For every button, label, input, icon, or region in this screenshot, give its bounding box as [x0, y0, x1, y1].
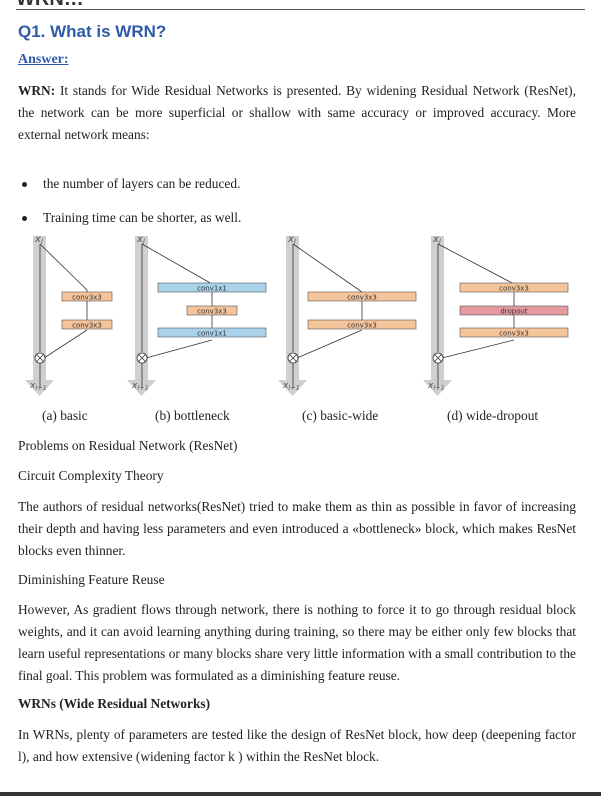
intro-bold-term: WRN: [18, 83, 56, 98]
bullet-text: Training time can be shorter, as well. [43, 210, 242, 225]
diminishing-paragraph: However, As gradient flows through netwo… [18, 602, 576, 683]
add-node-cross [36, 354, 44, 362]
bullet-text: the number of layers can be reduced. [43, 176, 241, 191]
bullet-item: the number of layers can be reduced. [22, 176, 240, 192]
input-label: xl [432, 234, 441, 246]
branch-line [437, 243, 515, 285]
add-node-cross [434, 354, 442, 362]
shortcut-arrow [25, 236, 54, 396]
conv-block [186, 305, 238, 316]
shortcut-arrow [278, 236, 307, 396]
panel-basic-wide: xl conv3x3 conv3x3 xl+1 [278, 234, 417, 396]
conv-block [459, 282, 569, 293]
branch-line [39, 243, 88, 291]
branch-line [141, 243, 213, 285]
caption-basic-wide: (c) basic-wide [302, 408, 379, 423]
conv-block [157, 282, 267, 293]
branch-line [145, 339, 213, 359]
output-label: xl+1 [29, 381, 47, 392]
panel-bottleneck: xl conv1x1 conv3x3 conv1x1 xl+1 [127, 234, 267, 396]
conv-label: conv3x3 [347, 322, 377, 330]
conv-label: conv3x3 [72, 294, 102, 302]
conv-block [459, 327, 569, 338]
intro-text: It stands for Wide Residual Networks is … [18, 83, 576, 142]
top-page-remnant: WRN… [0, 0, 601, 12]
conv-label: conv3x3 [197, 308, 227, 316]
bullet-item: Training time can be shorter, as well. [22, 210, 241, 226]
add-node-cross [289, 354, 297, 362]
resnet-blocks-figure: xl conv3x3 conv3x3 xl+1 xl conv1x1 conv3… [25, 234, 569, 396]
branch-line [292, 243, 363, 293]
conv-label: conv3x3 [347, 294, 377, 302]
shortcut-arrow [127, 236, 156, 396]
conv-label: conv3x3 [499, 330, 529, 338]
output-label: xl+1 [427, 381, 445, 392]
output-label: xl+1 [282, 381, 300, 392]
input-label: xl [34, 234, 43, 246]
conv-label: conv1x1 [197, 330, 227, 338]
output-label: xl+1 [131, 381, 149, 392]
top-partial-text: WRN… [16, 0, 84, 11]
problems-heading: Problems on Residual Network (ResNet) [18, 438, 238, 453]
circuit-heading: Circuit Complexity Theory [18, 468, 164, 483]
caption-bottleneck: (b) bottleneck [155, 408, 230, 423]
conv-block [61, 291, 113, 302]
bullet-dot [22, 181, 27, 187]
conv-block [157, 327, 267, 338]
panel-basic: xl conv3x3 conv3x3 xl+1 [25, 234, 113, 396]
input-label: xl [136, 234, 145, 246]
bullet-dot [22, 215, 27, 221]
shortcut-arrow [423, 236, 452, 396]
dropout-label: dropout [500, 308, 528, 316]
input-label: xl [287, 234, 296, 246]
branch-line [441, 339, 515, 359]
intro-paragraph: WRN: It stands for Wide Residual Network… [18, 80, 576, 146]
wrns-heading: WRNs (Wide Residual Networks) [18, 696, 211, 711]
wrns-paragraph: In WRNs, plenty of parameters are tested… [18, 727, 576, 764]
top-rule [16, 9, 585, 10]
add-node-cross [138, 354, 146, 362]
caption-basic: (a) basic [42, 408, 88, 423]
conv-block [61, 319, 113, 330]
conv-label: conv3x3 [499, 285, 529, 293]
conv-block [307, 291, 417, 302]
circuit-paragraph: The authors of residual networks(ResNet)… [18, 499, 576, 558]
branch-line [43, 329, 88, 359]
question-heading: Q1. What is WRN? [18, 22, 167, 41]
conv-label: conv1x1 [197, 285, 227, 293]
panel-wide-dropout: xl conv3x3 dropout conv3x3 xl+1 [423, 234, 569, 396]
conv-label: conv3x3 [72, 322, 102, 330]
caption-wide-dropout: (d) wide-dropout [447, 408, 539, 423]
bottom-rule [0, 792, 601, 796]
dropout-block [459, 305, 569, 316]
conv-block [307, 319, 417, 330]
answer-label: Answer: [18, 52, 69, 67]
diminishing-heading: Diminishing Feature Reuse [18, 572, 165, 587]
branch-line [296, 329, 363, 359]
